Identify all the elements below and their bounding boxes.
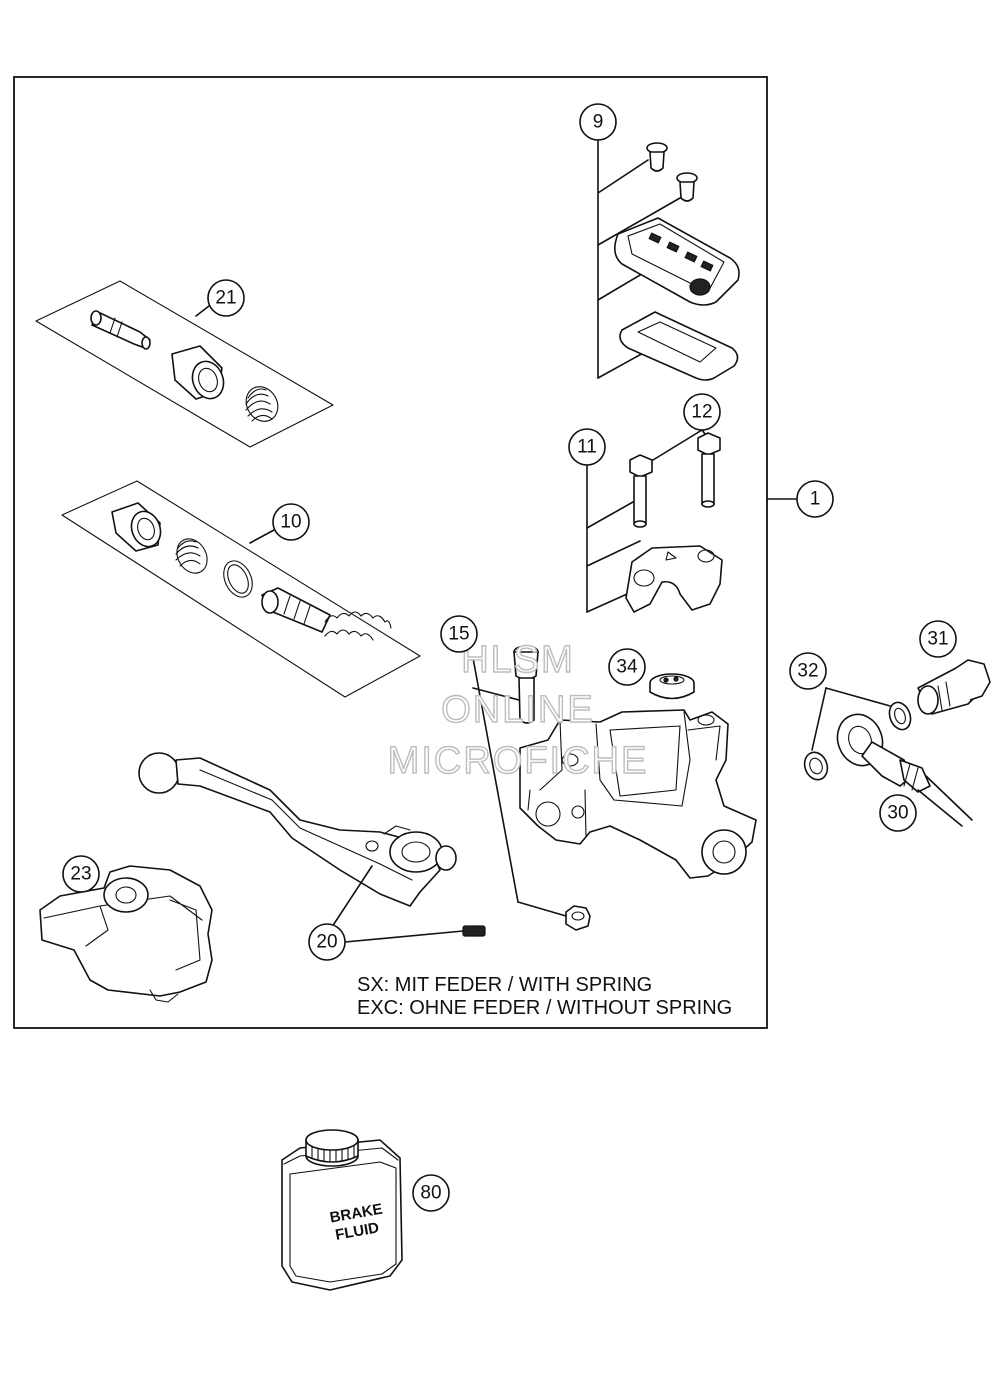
reservoir-gasket-part — [619, 311, 739, 381]
callout-12[interactable]: 12 — [683, 393, 721, 431]
callout-20[interactable]: 20 — [308, 923, 346, 961]
callout-1-label: 1 — [810, 489, 821, 510]
kit-21-group — [35, 280, 334, 448]
callout-11[interactable]: 11 — [568, 428, 606, 466]
callout-31[interactable]: 31 — [919, 620, 957, 658]
callout-10-label: 10 — [280, 512, 301, 533]
assembly-frame — [13, 76, 768, 1029]
callout-34-label: 34 — [616, 657, 638, 678]
brake-lever-part — [138, 752, 457, 907]
spring-10-part — [175, 538, 208, 574]
callout-80[interactable]: 80 — [412, 1174, 450, 1212]
callout-32[interactable]: 32 — [789, 652, 827, 690]
watermark-line-1: HLSM — [461, 639, 575, 681]
callout-23-label: 23 — [70, 864, 91, 885]
clamp-bolt-part — [697, 432, 721, 508]
cup-seal-part — [171, 345, 225, 400]
watermark-line-2: ONLINE — [441, 689, 594, 731]
callout-34[interactable]: 34 — [608, 648, 646, 686]
callout-11-label: 11 — [577, 437, 597, 458]
callout-21[interactable]: 21 — [207, 279, 245, 317]
spring-part — [245, 386, 279, 422]
callout-20-label: 20 — [316, 932, 337, 953]
nut-part — [565, 905, 591, 931]
washer-part — [888, 701, 912, 731]
washer-part — [803, 751, 829, 781]
reservoir-cover-group — [597, 139, 740, 381]
watermark-line-3: MICROFICHE — [388, 740, 649, 782]
clamp-group — [586, 429, 723, 613]
callout-23[interactable]: 23 — [62, 855, 100, 893]
spring-note-sx: SX: MIT FEDER / WITH SPRING — [357, 974, 652, 996]
kit-10-group — [61, 480, 421, 698]
callout-32-label: 32 — [797, 661, 818, 682]
brake-fluid-can-part: BRAKE FLUID — [281, 1129, 403, 1291]
callout-9[interactable]: 9 — [579, 103, 617, 141]
piston-pin-part — [90, 310, 151, 350]
callout-30-label: 30 — [887, 803, 908, 824]
callout-10[interactable]: 10 — [272, 503, 310, 541]
callout-15-label: 15 — [448, 624, 469, 645]
callout-31-label: 31 — [927, 629, 948, 650]
spring-note-exc: EXC: OHNE FEDER / WITHOUT SPRING — [357, 997, 732, 1019]
screw-part — [676, 172, 698, 202]
clamp-bolt-part — [629, 454, 653, 528]
callout-21-label: 21 — [215, 288, 236, 309]
pivot-bolt-part — [513, 645, 539, 724]
callout-15[interactable]: 15 — [440, 615, 478, 653]
banjo-bolt-part — [917, 659, 991, 715]
callout-12-label: 12 — [691, 402, 712, 423]
cup-seal-10-part — [111, 502, 162, 552]
watermark: HLSM ONLINE MICROFICHE — [387, 638, 649, 782]
master-cylinder-part — [519, 709, 757, 879]
brake-hose-part — [836, 713, 973, 827]
screw-part — [646, 142, 668, 172]
reservoir-cap-part — [614, 217, 740, 306]
callout-80-label: 80 — [420, 1183, 441, 1204]
piston-assembly-part — [261, 587, 392, 641]
circlip-part — [223, 560, 253, 598]
hose-group — [803, 659, 991, 827]
callout-1[interactable]: 1 — [796, 480, 834, 518]
clamp-part — [625, 545, 723, 613]
sight-glass-part — [649, 673, 695, 700]
set-screw-part — [462, 925, 486, 937]
callout-30[interactable]: 30 — [879, 794, 917, 832]
lever-guard-part — [39, 865, 213, 1003]
callout-9-label: 9 — [593, 112, 604, 133]
